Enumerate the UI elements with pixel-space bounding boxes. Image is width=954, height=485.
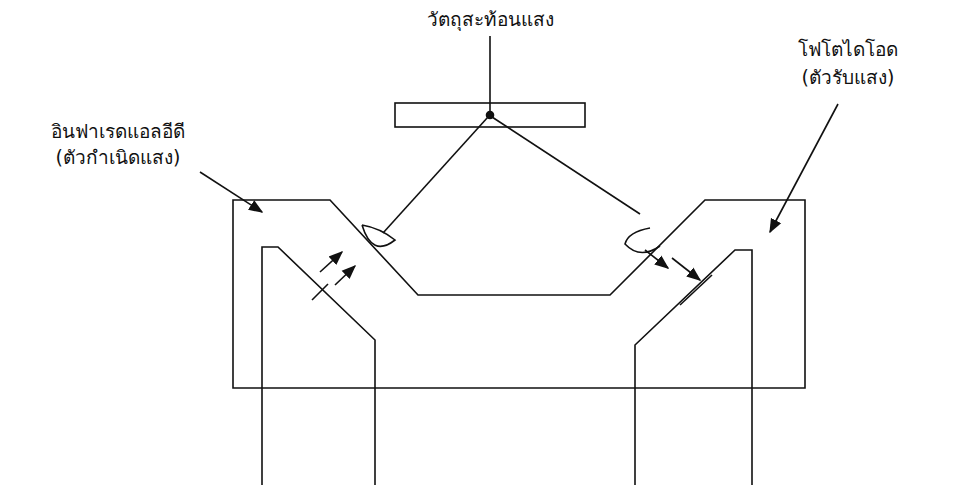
reception-arrow (672, 258, 700, 280)
part-label: โฟโตไดโอด (796, 38, 900, 61)
part-label: อินฟาเรดแอลอีดี (49, 120, 187, 143)
part-label: (ตัวกำเนิดแสง) (54, 146, 183, 169)
emission-arrow (320, 252, 342, 272)
led-bar (312, 284, 328, 300)
photodiode-bar (680, 275, 712, 305)
reflected-ray (492, 117, 640, 214)
part-label: (ตัวรับแสง) (800, 66, 897, 89)
sensor-housing (233, 200, 805, 388)
leader-line (770, 104, 838, 232)
reception-arrow (645, 250, 668, 268)
emission-arrow (335, 266, 355, 285)
detector-lens (625, 228, 660, 253)
leader-line (200, 172, 262, 212)
detector-lead (635, 250, 752, 485)
part-label: วัตถุสะท้อนแสง (425, 8, 556, 31)
emitter-lens (362, 225, 395, 246)
emitter-lead (262, 247, 375, 485)
leader-line (489, 36, 491, 112)
incident-ray (383, 117, 488, 233)
